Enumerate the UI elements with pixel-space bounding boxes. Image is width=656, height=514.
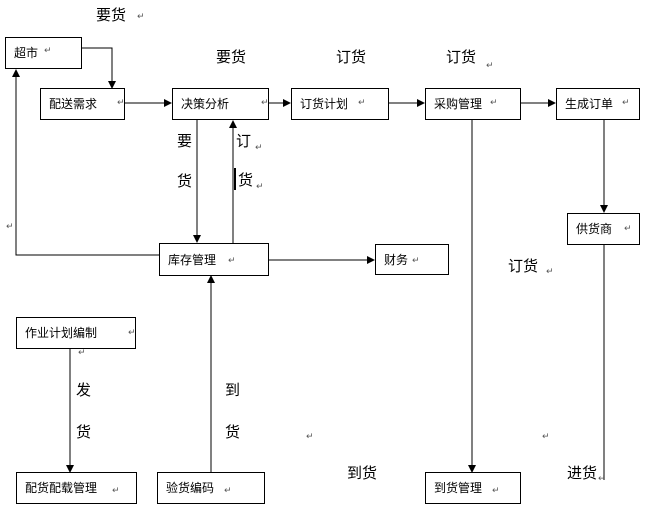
label-arrive-2: 货: [225, 423, 241, 441]
para-mark: ↵: [261, 98, 269, 108]
para-mark: ↵: [492, 486, 500, 496]
node-work-plan: 作业计划编制: [16, 317, 136, 349]
para-mark: ↵: [44, 46, 52, 56]
node-generate-order: 生成订单: [556, 88, 640, 120]
para-mark: ↵: [358, 98, 366, 108]
node-inventory-mgmt: 库存管理: [159, 243, 269, 276]
para-mark: ↵: [306, 432, 314, 442]
node-inspection-coding: 验货编码: [157, 472, 265, 504]
node-delivery-demand: 配送需求: [40, 88, 125, 120]
node-finance: 财务: [375, 244, 449, 275]
label-ship-2: 货: [76, 423, 92, 441]
para-mark: ↵: [412, 256, 420, 266]
label-stock-in: 进货: [567, 464, 598, 482]
para-mark: ↵: [224, 486, 232, 496]
label-order-right: 订货: [508, 257, 539, 275]
para-mark: ↵: [490, 98, 498, 108]
label-ship-1: 发: [76, 381, 92, 399]
cursor-mark: [234, 168, 236, 190]
node-delivery-loading: 配货配载管理: [16, 472, 137, 504]
label-vert-order-2: 货: [238, 171, 254, 189]
para-mark: ↵: [228, 256, 236, 266]
para-mark: ↵: [256, 182, 264, 192]
para-mark: ↵: [117, 98, 125, 108]
label-arrival-bottom: 到货: [347, 464, 378, 482]
node-supermarket: 超市: [5, 37, 82, 69]
para-mark: ↵: [598, 474, 606, 484]
para-mark: ↵: [542, 432, 550, 442]
para-mark: ↵: [622, 98, 630, 108]
node-arrival-mgmt: 到货管理: [425, 472, 521, 504]
node-purchase-mgmt: 采购管理: [425, 88, 521, 120]
para-mark: ↵: [128, 328, 136, 338]
label-vert-request-2: 货: [177, 172, 193, 190]
label-top-request: 要货: [96, 6, 127, 24]
para-mark: ↵: [112, 486, 120, 496]
edge-supermarket-to-delivery-demand: [82, 47, 116, 89]
para-mark: ↵: [546, 267, 554, 277]
label-vert-order-1: 订: [236, 132, 252, 150]
para-mark: ↵: [78, 348, 86, 358]
label-arrive-1: 到: [225, 381, 241, 399]
label-request-mid: 要货: [216, 48, 247, 66]
edge-inventory-to-supermarket: [12, 69, 159, 256]
para-mark: ↵: [137, 12, 145, 22]
para-mark: ↵: [486, 61, 494, 71]
node-order-plan: 订货计划: [291, 88, 389, 120]
para-mark: ↵: [6, 222, 14, 232]
node-supplier: 供货商: [567, 213, 640, 245]
label-vert-request-1: 要: [177, 132, 193, 150]
node-decision-analysis: 决策分析: [172, 88, 269, 120]
label-order-2: 订货: [446, 48, 477, 66]
para-mark: ↵: [255, 143, 263, 153]
label-order-1: 订货: [336, 48, 367, 66]
para-mark: ↵: [624, 224, 632, 234]
